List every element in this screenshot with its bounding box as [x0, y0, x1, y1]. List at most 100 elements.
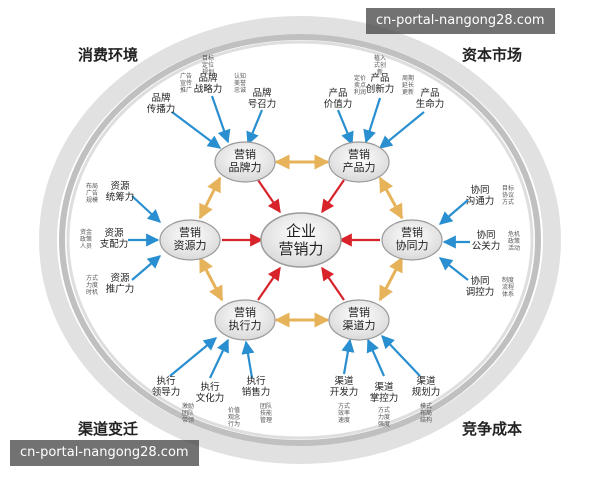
note-execute-sales-2: 技能	[260, 409, 272, 417]
note-resource-alloc-3: 人员	[80, 243, 92, 250]
note-resource-plan-1: 布局	[86, 182, 98, 190]
note-brand-appeal-2: 美誉	[234, 79, 246, 87]
watermark-top: cn-portal-nangong28.com	[366, 8, 555, 34]
note-synergy-adjust-2: 流程	[502, 283, 514, 291]
sub-brand-strategy-1: 品牌	[198, 72, 218, 84]
node-execute-line-2: 执行力	[229, 318, 262, 332]
note-execute-sales-3: 管理	[260, 416, 272, 424]
node-channel-line-2: 渠道力	[343, 318, 376, 332]
sub-channel-control-2: 掌控力	[370, 392, 399, 404]
note-resource-promote-1: 方式	[86, 274, 98, 282]
note-brand-strategy-3: 规划	[202, 68, 214, 76]
note-channel-control-2: 力度	[378, 413, 390, 421]
note-product-life-2: 延长	[402, 81, 414, 89]
hexagon-links	[198, 154, 404, 328]
sub-execute-culture-2: 文化力	[196, 392, 225, 404]
note-synergy-public-1: 危机	[508, 230, 520, 238]
note-brand-strategy-1: 目标	[202, 54, 214, 62]
sub-resource-plan-2: 统筹力	[106, 191, 135, 203]
watermark-bottom: cn-portal-nangong28.com	[10, 440, 199, 466]
note-product-life-1: 周期	[402, 74, 414, 82]
note-execute-culture-1: 价值	[228, 406, 240, 414]
sub-synergy-adjust-1: 协同	[470, 275, 489, 287]
sub-execute-lead-1: 执行	[156, 375, 176, 387]
note-product-value-3: 利润	[354, 88, 366, 96]
sub-brand-appeal-1: 品牌	[252, 87, 272, 99]
center-node: 企业 营销力	[260, 212, 342, 268]
note-product-innovate-3: 新	[377, 68, 383, 76]
sub-brand-strategy-2: 战略力	[194, 83, 223, 95]
node-brand-line-2: 品牌力	[229, 160, 262, 174]
note-execute-sales-1: 团队	[260, 402, 272, 410]
note-channel-plan-1: 模式	[420, 402, 432, 410]
sub-product-life-2: 生命力	[416, 98, 445, 110]
sub-channel-plan-1: 渠道	[416, 375, 436, 387]
sub-channel-develop-1: 渠道	[334, 375, 354, 387]
link-synergy-channel	[378, 256, 404, 302]
note-execute-culture-3: 行为	[228, 420, 240, 428]
corner-label-top-left: 消费环境	[78, 46, 138, 64]
note-channel-develop-3: 速度	[338, 416, 350, 424]
note-synergy-public-2: 政策	[508, 237, 520, 245]
note-product-value-1: 定价	[354, 74, 366, 82]
node-product-line-2: 产品力	[343, 160, 376, 174]
node-channel: 营销 渠道力	[328, 299, 390, 341]
sub-execute-lead-2: 领导力	[152, 386, 181, 398]
sub-brand-appeal-2: 号召力	[248, 98, 277, 110]
node-synergy: 营销 协同力	[381, 219, 443, 261]
note-channel-plan-3: 结构	[420, 416, 432, 424]
center-arrows	[222, 179, 380, 301]
note-resource-promote-2: 力度	[86, 281, 98, 289]
sub-channel-plan-2: 规划力	[412, 386, 441, 398]
sub-product-innovate-1: 产品	[370, 72, 389, 84]
note-resource-plan-2: 广告	[86, 189, 98, 197]
sub-brand-spread-1: 品牌	[151, 92, 171, 104]
center-line-1: 企业	[286, 222, 316, 240]
sub-product-value-2: 价值力	[324, 98, 353, 110]
sub-resource-promote-2: 推广力	[106, 283, 135, 295]
note-execute-lead-1: 激励	[182, 402, 194, 410]
note-brand-appeal-1: 认知	[234, 72, 246, 80]
sub-resource-plan-1: 资源	[110, 181, 130, 192]
node-brand-line-1: 营销	[234, 147, 256, 161]
node-execute: 营销 执行力	[214, 299, 276, 341]
node-brand: 营销 品牌力	[214, 141, 276, 183]
link-brand-resource	[198, 176, 222, 220]
sub-brand-spread-2: 传播力	[147, 103, 176, 115]
note-synergy-public-3: 活动	[508, 244, 520, 252]
node-synergy-line-2: 协同力	[396, 238, 429, 252]
note-channel-control-3: 强度	[378, 420, 390, 428]
corner-label-top-right: 资本市场	[462, 46, 522, 64]
sub-synergy-public-2: 公关力	[472, 240, 501, 252]
sub-product-life-1: 产品	[420, 87, 439, 99]
note-channel-plan-2: 布局	[420, 409, 432, 417]
node-execute-line-1: 营销	[234, 305, 256, 319]
sub-synergy-adjust-2: 调控力	[466, 286, 495, 298]
sub-execute-sales-2: 销售力	[242, 386, 271, 398]
note-product-innovate-2: 式创	[374, 61, 386, 69]
node-resource-line-2: 资源力	[174, 238, 207, 252]
note-execute-lead-2: 团队	[182, 409, 194, 417]
arrow-execute-center	[257, 266, 281, 301]
corner-label-bottom-left: 渠道变迁	[78, 420, 138, 438]
sub-execute-sales-1: 执行	[246, 375, 266, 387]
note-resource-alloc-1: 资金	[80, 228, 92, 236]
outer-ring	[39, 16, 561, 464]
sub-product-innovate-2: 创新力	[366, 83, 395, 95]
note-channel-develop-2: 效率	[338, 409, 350, 417]
note-brand-appeal-3: 忠诚	[234, 86, 246, 94]
small-notes: 广告 宣传 推广 目标 定位 规划 认知 美誉 忠诚 定价 卖点 利润 植入 式…	[80, 54, 520, 428]
note-product-innovate-1: 植入	[374, 54, 386, 62]
note-brand-spread-3: 推广	[180, 86, 192, 94]
note-resource-promote-3: 时机	[86, 288, 98, 296]
link-product-synergy	[378, 176, 404, 220]
note-synergy-comm-1: 目标	[502, 184, 514, 192]
node-resource-line-1: 营销	[179, 225, 201, 239]
sub-channel-develop-2: 开发力	[330, 386, 359, 398]
node-product-line-1: 营销	[348, 147, 370, 161]
arrow-brand-center	[257, 179, 281, 214]
node-product: 营销 产品力	[328, 141, 390, 183]
note-product-life-3: 更新	[402, 88, 414, 96]
note-synergy-adjust-1: 制度	[502, 276, 514, 284]
